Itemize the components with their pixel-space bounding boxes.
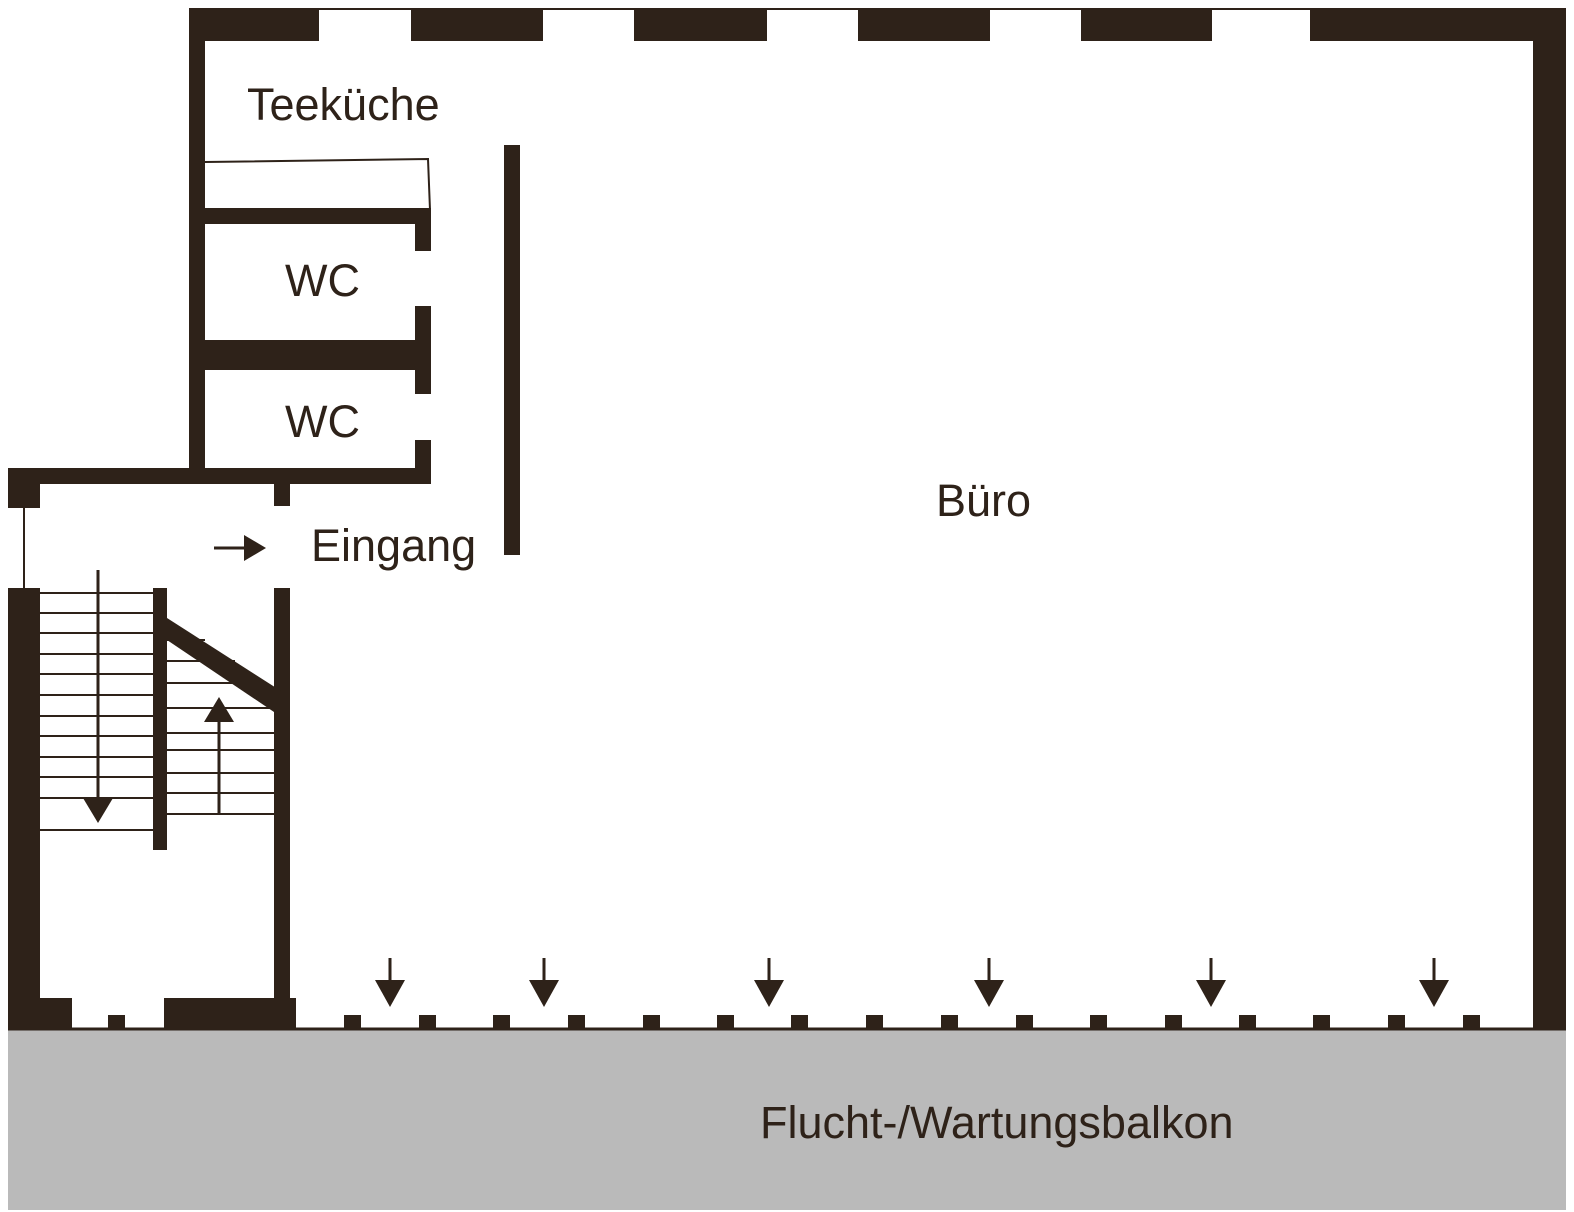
stairhall-walls	[8, 468, 431, 1030]
partition-wall	[504, 145, 520, 555]
label-teekueche: Teeküche	[247, 79, 440, 130]
label-balkon: Flucht-/Wartungsbalkon	[760, 1097, 1234, 1148]
exit-arrow-icon	[1419, 958, 1449, 1007]
right-wall	[1533, 8, 1566, 1030]
exit-arrow-icon	[529, 958, 559, 1007]
exit-arrow-icon	[1196, 958, 1226, 1007]
label-eingang: Eingang	[311, 520, 476, 571]
stair-up-arrow	[204, 697, 234, 814]
balcony-area	[8, 1030, 1566, 1210]
exit-arrow-icon	[974, 958, 1004, 1007]
label-buero: Büro	[936, 475, 1031, 526]
label-wc-upper: WC	[285, 255, 360, 306]
label-wc-lower: WC	[285, 396, 360, 447]
stair-down-arrow	[83, 570, 113, 823]
staircase	[40, 588, 281, 850]
exit-arrow-icon	[754, 958, 784, 1007]
exit-arrow-icon	[375, 958, 405, 1007]
top-wall	[189, 8, 1566, 41]
left-wall-upper	[189, 8, 205, 470]
kitchen-counter	[204, 157, 431, 211]
entrance-arrow-icon	[214, 535, 266, 561]
bottom-wall	[8, 998, 1566, 1031]
